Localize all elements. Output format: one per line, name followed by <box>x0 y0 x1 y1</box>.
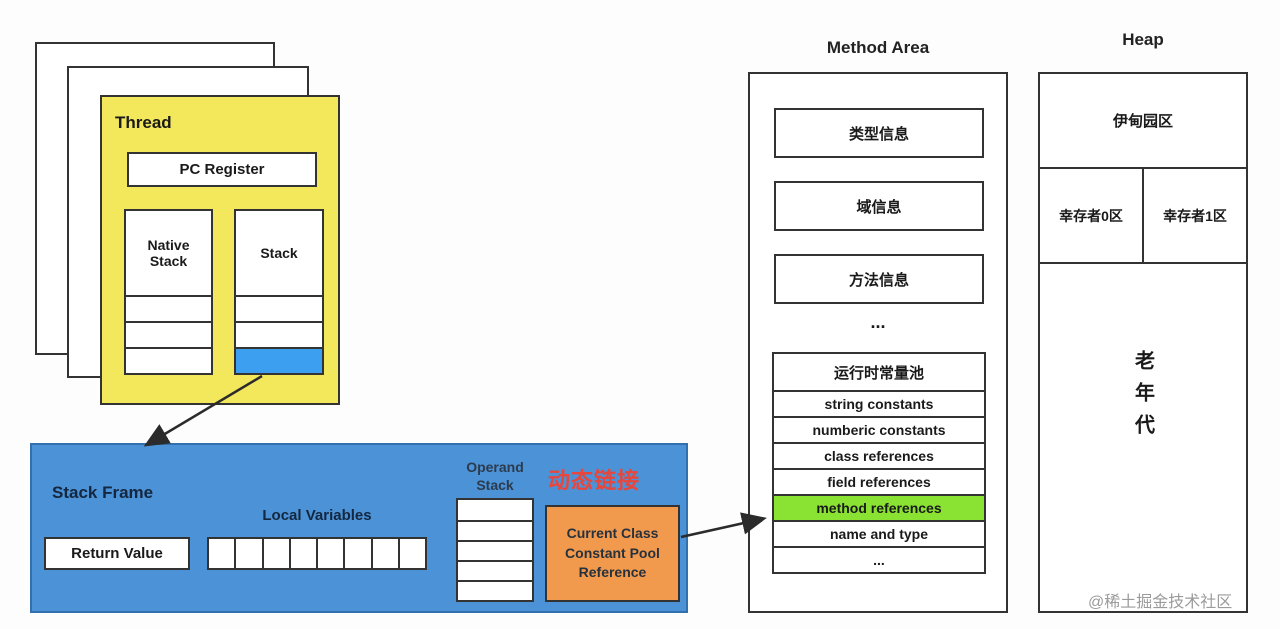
local-variable-slot <box>288 537 318 570</box>
pool-item-class-references: class references <box>774 442 984 468</box>
stack-slot <box>236 321 322 347</box>
survivor-areas: 幸存者0区 幸存者1区 <box>1040 169 1246 264</box>
method-area-box: 类型信息 域信息 方法信息 ... 运行时常量池 string constant… <box>748 72 1008 613</box>
heap-title: Heap <box>1122 30 1164 49</box>
operand-stack-slots <box>456 498 534 602</box>
watermark: @稀土掘金技术社区 <box>1088 594 1233 611</box>
thread-title: Thread <box>115 113 172 132</box>
local-variables-slots <box>207 537 427 570</box>
method-area-ellipsis: ... <box>870 312 886 332</box>
runtime-constant-pool-box: 运行时常量池 string constants numberic constan… <box>772 352 986 574</box>
old-generation-label: 老年代 <box>1131 349 1154 446</box>
pool-item-field-references: field references <box>774 468 984 494</box>
pool-item-string-constants: string constants <box>774 390 984 416</box>
method-info-box: 方法信息 <box>774 254 984 304</box>
native-stack-slot <box>126 295 211 321</box>
native-stack-slot <box>126 321 211 347</box>
eden-area: 伊甸园区 <box>1040 74 1246 169</box>
local-variable-slot <box>234 537 264 570</box>
stack-slot <box>236 295 322 321</box>
pool-item-name-and-type: name and type <box>774 520 984 546</box>
operand-stack-label: Operand Stack <box>466 459 524 493</box>
survivor0-area: 幸存者0区 <box>1040 169 1144 262</box>
method-area-title: Method Area <box>826 38 930 57</box>
stack-frame-title: Stack Frame <box>52 483 154 502</box>
local-variable-slot <box>370 537 400 570</box>
dynamic-link-label: 动态链接 <box>548 468 641 493</box>
pool-item-numberic-constants: numberic constants <box>774 416 984 442</box>
local-variable-slot <box>316 537 346 570</box>
current-stack-frame-slot <box>236 347 322 373</box>
survivor1-area: 幸存者1区 <box>1163 207 1227 224</box>
stack-column: Stack <box>234 209 324 375</box>
thread-box: Thread PC Register Native Stack Stack <box>100 95 340 405</box>
constant-pool-reference-box: Current Class Constant Pool Reference <box>545 505 680 602</box>
local-variables-label: Local Variables <box>262 507 372 524</box>
operand-stack-slot <box>458 540 532 560</box>
native-stack-label: Native Stack <box>147 237 190 269</box>
local-variable-slot <box>207 537 237 570</box>
stack-frame-box: Stack Frame Return Value Local Variables… <box>30 443 688 613</box>
pc-register-box: PC Register <box>127 152 317 187</box>
stack-label: Stack <box>260 245 298 261</box>
native-stack-slot <box>126 347 211 373</box>
native-stack-column: Native Stack <box>124 209 213 375</box>
heap-box: 伊甸园区 幸存者0区 幸存者1区 老年代 <box>1038 72 1248 613</box>
pool-item-ellipsis: ... <box>774 546 984 572</box>
local-variable-slot <box>343 537 373 570</box>
operand-stack-slot <box>458 580 532 600</box>
type-info-box: 类型信息 <box>774 108 984 158</box>
return-value-box: Return Value <box>44 537 190 570</box>
local-variable-slot <box>261 537 291 570</box>
runtime-constant-pool-title: 运行时常量池 <box>833 364 924 382</box>
local-variable-slot <box>397 537 427 570</box>
field-info-box: 域信息 <box>774 181 984 231</box>
old-generation-area: 老年代 <box>1040 264 1246 611</box>
pool-item-method-references: method references <box>774 494 984 520</box>
operand-stack-slot <box>458 560 532 580</box>
operand-stack-slot <box>458 500 532 520</box>
operand-stack-slot <box>458 520 532 540</box>
